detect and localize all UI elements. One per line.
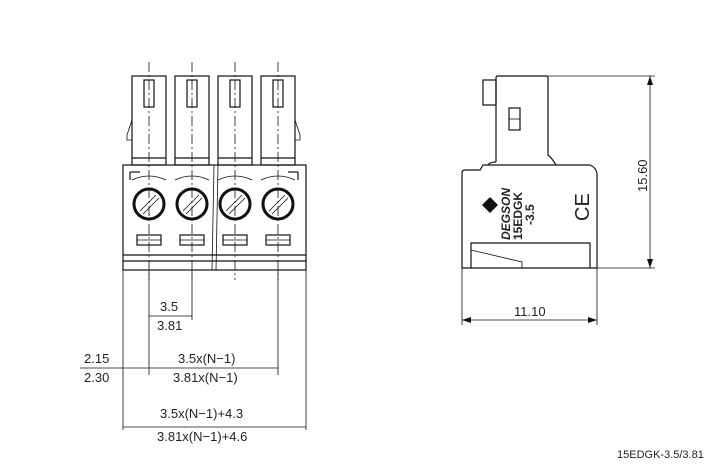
side-view: DEGSON 15EDGK -3.5 CE [461,75,598,269]
span-dim-alt: 3.81x(N−1) [173,370,238,385]
offset-dim: 2.15 [84,351,109,366]
height-dim: 15.60 [635,159,650,192]
ce-mark: CE [572,193,594,221]
part-number: 15EDGK-3.5/3.81 [617,449,704,461]
model-label: 15EDGK [511,192,525,240]
front-view [122,62,307,280]
overall-dim: 3.5x(N−1)+4.3 [160,406,243,421]
pitch-label: -3.5 [523,204,537,225]
side-dimensions: 15.60 11.10 [461,75,655,325]
offset-dim-alt: 2.30 [84,370,109,385]
width-dim: 11.10 [514,304,546,319]
degson-logo-icon [482,197,498,213]
overall-dim-alt: 3.81x(N−1)+4.6 [157,429,247,444]
pitch-dim: 3.5 [160,299,178,314]
span-dim: 3.5x(N−1) [178,351,235,366]
brand-label: DEGSON [499,188,513,240]
front-dimensions: 3.5 3.81 2.15 2.30 3.5x(N−1) 3.81x(N−1) … [80,270,307,444]
pitch-dim-alt: 3.81 [157,318,182,333]
terminal-body [122,164,307,271]
